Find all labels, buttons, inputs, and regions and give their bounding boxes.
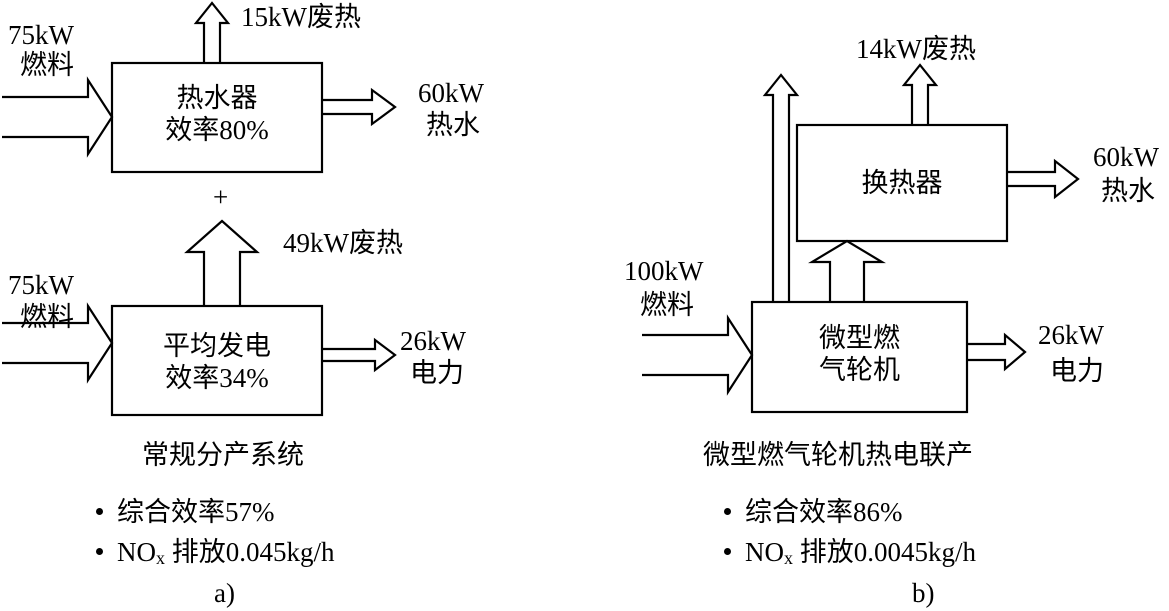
fuel-amount-b: 100kW	[624, 256, 704, 286]
efficiency-bullet-a: 综合效率57%	[96, 497, 275, 527]
fuel-amount-top: 75kW	[8, 20, 74, 50]
bullet-dot	[724, 508, 731, 516]
fuel-amount-bottom: 75kW	[8, 270, 74, 300]
generator-line1: 平均发电	[163, 331, 271, 361]
turbine-to-exchanger-arrow	[808, 239, 886, 302]
heat-exchanger-box	[795, 123, 1009, 243]
waste-heat-arrow-bottom	[184, 219, 260, 306]
heat-exchanger-label: 换热器	[861, 168, 943, 198]
nox-text-b: 排放0.0045kg/h	[793, 537, 977, 567]
waste-heat-arrow-b	[901, 63, 939, 125]
water-heater-line2: 效率80%	[165, 115, 269, 145]
hot-water-arrow-a	[322, 87, 397, 127]
power-amount-b: 26kW	[1038, 320, 1104, 350]
panel-label-a: a)	[214, 578, 235, 608]
exhaust-arrow-b	[762, 73, 800, 302]
fuel-label-b: 燃料	[640, 290, 694, 320]
waste-heat-arrow-top	[193, 1, 231, 63]
bullet-dot	[96, 508, 103, 516]
power-arrow-a	[322, 337, 397, 373]
waste-heat-label-bottom: 49kW废热	[283, 228, 403, 258]
hot-water-amount-b: 60kW	[1093, 142, 1159, 172]
fuel-arrow-top	[2, 76, 114, 158]
generator-label: 平均发电 效率34%	[112, 330, 322, 394]
nox-sub-b: x	[784, 548, 793, 568]
nox-text-a: 排放0.045kg/h	[165, 537, 335, 567]
efficiency-bullet-b: 综合效率86%	[724, 497, 903, 527]
hot-water-amount-a: 60kW	[418, 78, 484, 108]
hot-water-arrow-b	[1007, 158, 1080, 200]
water-heater-label: 热水器 效率80%	[112, 82, 322, 146]
nox-sub-a: x	[156, 548, 165, 568]
bullet-dot	[96, 548, 103, 556]
generator-line2: 效率34%	[165, 363, 269, 393]
fuel-label-top: 燃料	[20, 50, 74, 80]
nox-bullet-b: NOx 排放0.0045kg/h	[724, 537, 976, 573]
efficiency-text-a: 综合效率57%	[117, 497, 275, 527]
fuel-arrow-b	[642, 314, 754, 396]
water-heater-line1: 热水器	[176, 83, 258, 113]
fuel-label-bottom: 燃料	[20, 302, 74, 332]
nox-prefix-a: NO	[117, 537, 156, 567]
hot-water-label-a: 热水	[426, 110, 480, 140]
waste-heat-label-top: 15kW废热	[241, 2, 361, 32]
caption-b: 微型燃气轮机热电联产	[703, 440, 973, 470]
hot-water-label-b: 热水	[1101, 176, 1155, 206]
waste-heat-label-b: 14kW废热	[856, 34, 976, 64]
micro-turbine-line1: 微型燃	[819, 323, 900, 353]
power-label-a: 电力	[410, 358, 464, 388]
nox-prefix-b: NO	[745, 537, 784, 567]
plus-sign: +	[213, 182, 229, 212]
panel-label-b: b)	[912, 578, 935, 608]
bullet-dot	[724, 548, 731, 556]
micro-turbine-label: 微型燃 气轮机	[752, 322, 967, 386]
caption-a: 常规分产系统	[142, 440, 304, 470]
fuel-arrow-bottom	[2, 302, 114, 384]
nox-bullet-a: NOx 排放0.045kg/h	[96, 537, 335, 573]
efficiency-text-b: 综合效率86%	[745, 497, 903, 527]
power-arrow-b	[967, 332, 1027, 372]
micro-turbine-line2: 气轮机	[819, 355, 900, 385]
power-amount-a: 26kW	[400, 326, 466, 356]
power-label-b: 电力	[1050, 356, 1104, 386]
